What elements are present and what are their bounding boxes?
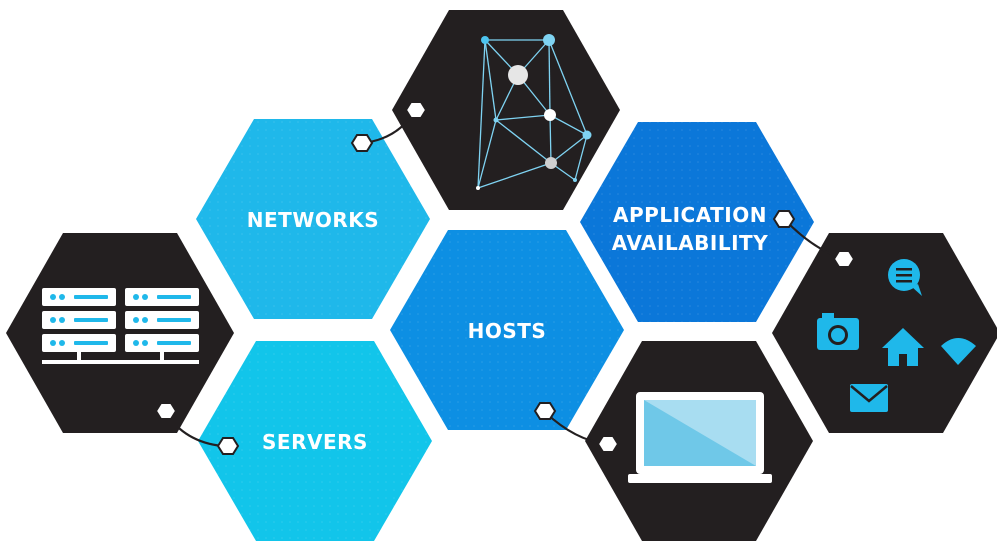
application-label-line2: AVAILABILITY: [612, 231, 768, 255]
home-icon: [882, 328, 924, 366]
networks-label: NETWORKS: [247, 208, 379, 232]
connector-networks-graph: [350, 101, 428, 152]
wifi-icon: [941, 338, 976, 365]
camera-icon: [817, 313, 859, 350]
servers-label: SERVERS: [262, 430, 368, 454]
connector-application-icons: [772, 210, 856, 268]
hosts-label: HOSTS: [468, 319, 547, 343]
hex-application-availability: APPLICATION AVAILABILITY: [580, 122, 814, 322]
connector-servers-rack: [154, 402, 240, 455]
connector-hosts-laptop: [533, 402, 620, 453]
laptop-icon: [628, 392, 772, 483]
hex-server-rack: [6, 233, 234, 433]
connector-nodes: [154, 101, 856, 455]
hex-networks: NETWORKS: [196, 119, 430, 319]
network-nodes: [476, 34, 592, 190]
hex-app-icons: [772, 233, 997, 433]
hex-servers: SERVERS: [198, 341, 432, 541]
application-label-line1: APPLICATION: [613, 203, 767, 227]
hex-hosts: HOSTS: [390, 230, 624, 430]
hex-laptop: [585, 341, 813, 541]
hex-network-graph: [392, 10, 620, 210]
mail-icon: [850, 384, 888, 412]
server-rack-icon: [42, 288, 199, 364]
chat-icon: [888, 259, 922, 296]
